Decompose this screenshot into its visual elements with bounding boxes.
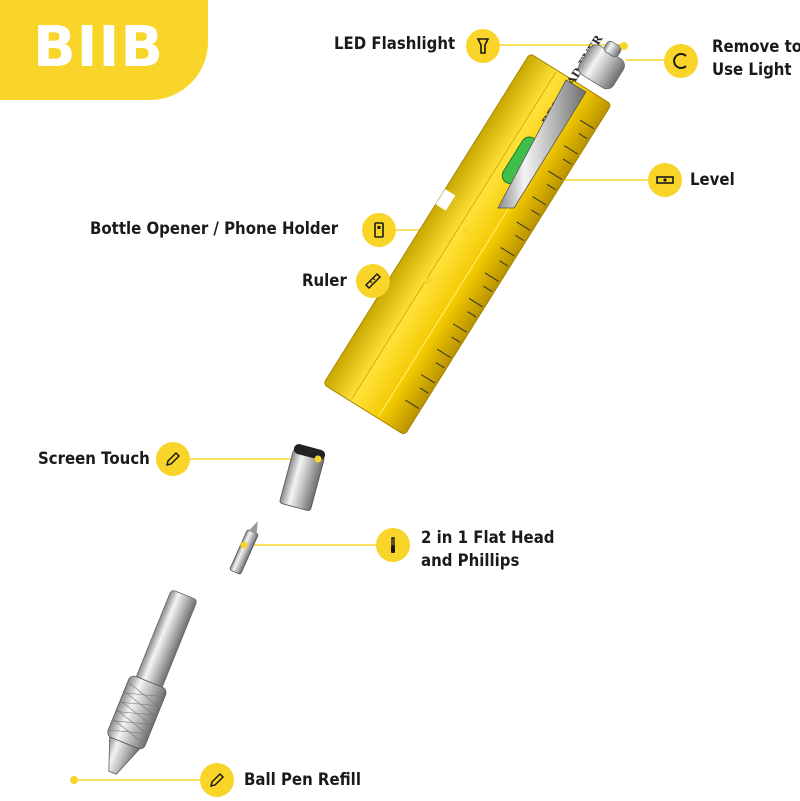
brand-logo-block: BIIB	[0, 0, 208, 100]
label-remove-line1: Remove to	[712, 37, 800, 57]
pen-lower-barrel	[107, 590, 197, 775]
stylus-icon	[156, 442, 190, 476]
label-remove-line2: Use Light	[712, 60, 792, 80]
level-icon	[648, 163, 682, 197]
flashlight-icon	[466, 29, 500, 63]
pen-icon	[200, 763, 234, 797]
flashlight-cap	[578, 40, 625, 90]
brand-logo: BIIB	[33, 15, 165, 80]
ruler-icon	[356, 264, 390, 298]
label-screwdriver-line2: and Phillips	[421, 551, 520, 571]
screwdriver-icon	[376, 528, 410, 562]
screwdriver-tip	[229, 520, 259, 575]
label-level: Level	[690, 170, 735, 190]
label-ball-pen-refill: Ball Pen Refill	[244, 770, 361, 790]
label-bottle-opener: Bottle Opener / Phone Holder	[90, 219, 339, 239]
label-screwdriver-line1: 2 in 1 Flat Head	[421, 528, 555, 548]
label-screen-touch: Screen Touch	[38, 449, 150, 469]
bottle-opener-icon	[362, 213, 396, 247]
cap-icon	[664, 44, 698, 78]
label-led-flashlight: LED Flashlight	[334, 34, 456, 54]
label-ruler: Ruler	[302, 271, 347, 291]
stylus-cap	[279, 444, 326, 511]
pen-clip	[497, 79, 587, 209]
